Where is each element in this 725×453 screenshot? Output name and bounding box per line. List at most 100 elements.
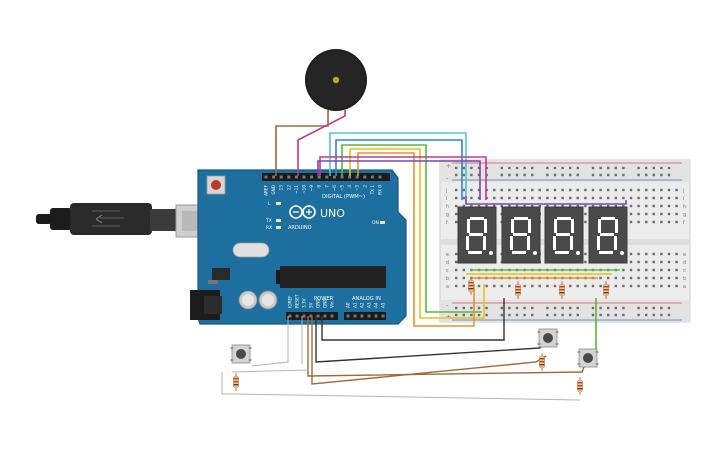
rail-hole (515, 306, 519, 310)
power-pin-label: IOREF (288, 295, 293, 308)
breadboard-hole (515, 204, 519, 208)
breadboard-hole (531, 284, 534, 288)
rail-hole (470, 166, 473, 170)
breadboard-hole (652, 260, 655, 264)
breadboard-hole (599, 204, 602, 208)
rail-hole (470, 173, 473, 177)
decimal-point (533, 251, 537, 255)
breadboard-hole (477, 196, 481, 200)
breadboard-hole (652, 284, 655, 288)
digital-pin[interactable] (348, 175, 352, 179)
digital-pin[interactable] (287, 175, 291, 179)
digital-pin[interactable] (272, 175, 276, 179)
rail-hole (462, 306, 465, 310)
power-pin[interactable] (323, 314, 327, 318)
row-letter: e (446, 252, 449, 258)
breadboard-hole (462, 188, 465, 192)
breadboard-hole (645, 220, 648, 224)
segment (571, 219, 574, 233)
power-pin[interactable] (302, 314, 306, 318)
rail-hole (515, 173, 519, 177)
digital-pin[interactable] (294, 175, 298, 179)
analog-pin[interactable] (346, 314, 350, 318)
breadboard-hole (614, 276, 617, 280)
usb-cable (36, 203, 207, 238)
segment (553, 236, 556, 250)
push-button[interactable] (537, 328, 559, 348)
breadboard-hole (561, 204, 564, 208)
digital-pin[interactable] (325, 175, 329, 179)
push-button[interactable] (577, 348, 599, 368)
breadboard-hole (675, 212, 678, 216)
analog-pin[interactable] (353, 314, 357, 318)
digital-pin[interactable] (355, 175, 359, 179)
breadboard-hole (477, 284, 481, 288)
digital-pin[interactable] (302, 175, 306, 179)
analog-pin[interactable] (374, 314, 378, 318)
digital-pin[interactable] (264, 175, 268, 179)
breadboard-hole (508, 196, 511, 200)
analog-pin-label: A0 (346, 302, 351, 308)
breadboard-hole (645, 260, 648, 264)
breadboard-hole (637, 220, 640, 224)
breadboard-hole (675, 276, 678, 280)
digital-pin[interactable] (370, 175, 374, 179)
breadboard-hole (660, 276, 663, 280)
wire-black-gnd (321, 298, 505, 341)
wire-blue (335, 139, 463, 200)
segment (600, 233, 614, 236)
row-letter: g (446, 212, 449, 218)
segment (597, 236, 600, 250)
rail-hole (667, 173, 671, 177)
rail-hole (553, 306, 557, 310)
breadboard-hole (660, 212, 663, 216)
analog-pin[interactable] (360, 314, 364, 318)
push-button[interactable] (230, 344, 252, 364)
rail-hole (546, 313, 549, 317)
power-pin[interactable] (288, 314, 292, 318)
power-pin[interactable] (316, 314, 320, 318)
analog-pin[interactable] (381, 314, 385, 318)
reset-button-cap[interactable] (211, 180, 221, 190)
segment (470, 217, 484, 220)
segment (483, 236, 486, 250)
rail-hole (561, 166, 564, 170)
led-l-label: L (268, 201, 271, 207)
rail-hole (508, 313, 511, 317)
breadboard-hole (455, 204, 458, 208)
breadboard-hole (652, 188, 655, 192)
breadboard-hole (462, 276, 465, 280)
decimal-point (576, 251, 580, 255)
segment (527, 236, 530, 250)
digital-pin[interactable] (332, 175, 336, 179)
digital-pin[interactable] (317, 175, 321, 179)
breadboard-hole (508, 284, 511, 288)
breadboard-hole (591, 196, 595, 200)
digital-pin[interactable] (340, 175, 344, 179)
digital-pin[interactable] (363, 175, 367, 179)
digital-pin[interactable] (310, 175, 314, 179)
segment (512, 251, 526, 254)
digital-pin[interactable] (378, 175, 382, 179)
breadboard-hole (614, 204, 617, 208)
power-pin[interactable] (295, 314, 299, 318)
analog-pin[interactable] (367, 314, 371, 318)
rail-hole (523, 166, 526, 170)
row-letter: d (683, 260, 686, 266)
breadboard-hole (607, 196, 610, 200)
breadboard-hole (470, 204, 473, 208)
digital-pin-label: GND (271, 185, 276, 195)
breadboard-hole (645, 268, 648, 272)
digital-pin[interactable] (279, 175, 283, 179)
breadboard-hole (455, 260, 458, 264)
rail-hole (614, 173, 617, 177)
breadboard-hole (599, 284, 602, 288)
rail-hole (645, 313, 648, 317)
uno-label: UNO (320, 207, 345, 220)
power-pin[interactable] (330, 314, 334, 318)
rail-hole (607, 306, 610, 310)
power-pin[interactable] (309, 314, 313, 318)
breadboard-hole (561, 196, 564, 200)
breadboard-hole (553, 196, 557, 200)
rail-hole (652, 306, 655, 310)
